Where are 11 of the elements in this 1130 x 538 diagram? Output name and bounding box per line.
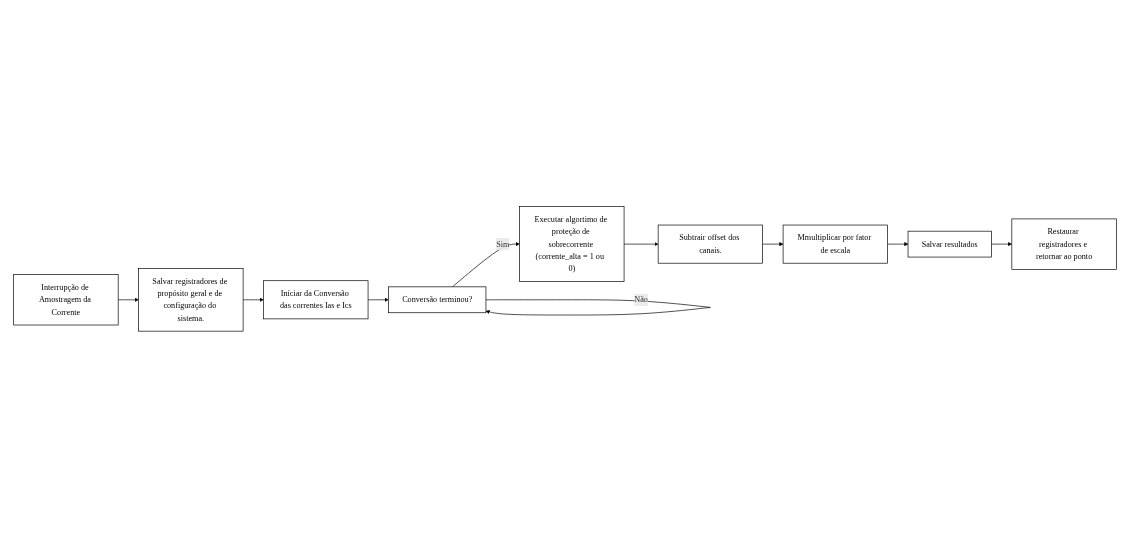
node-box: Executar algortimo de proteção de sobrecorrente (corrente_alta = 1 ou 0) (519, 206, 625, 283)
node-box: Salvar registradores de propósito geral e de configuração do sistema. (138, 268, 244, 332)
node-box: Conversão terminou? (388, 286, 487, 314)
node-box: Mmultiplicar por fator de escala (782, 224, 888, 264)
node-box: Subtrair offset dos canais. (657, 224, 763, 264)
node-box: Interrupção de Amostragem da Corrente (13, 274, 119, 326)
node-box: Iníciar da Conversão das correntes Ias e Ics (263, 280, 369, 320)
edge-label: Não (634, 295, 648, 305)
edge-label: Sim (496, 239, 510, 249)
node-box: Restaurar registradores e retornar ao ponto (1011, 218, 1117, 270)
node-box: Salvar resultados (907, 230, 992, 258)
